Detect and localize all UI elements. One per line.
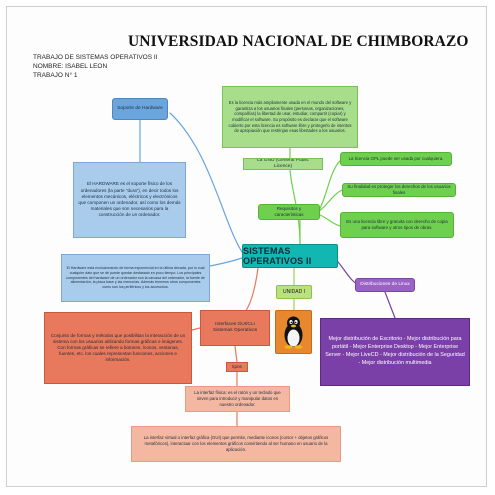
connector-linux-list <box>384 291 396 319</box>
connector-central-interfaces <box>244 267 259 313</box>
gnu-item-3: Es una licencia libre y gratuita con der… <box>340 212 454 238</box>
linux-label: Distribuciones de Linux <box>355 278 415 292</box>
unidad-label: UNIDAD I <box>276 285 312 299</box>
hardware-label: Soporte de Hardware <box>112 98 168 120</box>
gnu-item-2: Su finalidad es proteger los derechos de… <box>342 183 456 197</box>
gnu-description: Es la licencia más ampliamente usada en … <box>222 86 358 148</box>
connector-central-hwdetail <box>209 257 243 267</box>
gnu-item-1: La licencia GPL puede ser usada por cual… <box>340 152 452 166</box>
header-line-course: TRABAJO DE SISTEMAS OPERATIVOS II <box>33 54 158 61</box>
central-topic: SISTEMAS OPERATIVOS II <box>242 244 338 268</box>
requisitos-label: Requisitos y características <box>258 204 320 220</box>
connector-requisitos-item2 <box>317 189 343 213</box>
hardware-detail: El Hardware está evolucionando de forma … <box>61 254 210 302</box>
connector-interfaces-def <box>191 327 201 331</box>
header-line-name: NOMBRE: ISABEL LEON <box>33 63 108 70</box>
connector-interfaces-tipos <box>234 345 238 363</box>
hardware-definition: El HARDWARE es el soporte físico de los … <box>73 162 186 238</box>
interfaz-virtual: La interfaz virtual o interfaz gráfica (… <box>131 426 341 462</box>
tipos-label: tipos <box>226 362 248 372</box>
connector-central-hardware <box>169 112 243 253</box>
header-line-number: TRABAJO N° 1 <box>33 72 78 79</box>
tux-penguin-icon <box>275 310 312 354</box>
interfaces-label: Interfaces GUI/CLI Sistemas Operativos <box>200 310 270 346</box>
interfaces-definition: Conjunto de formas y métodos que posibil… <box>44 312 192 384</box>
connector-requisitos-item3 <box>317 213 341 227</box>
linux-distributions: Mejor distribución de Escritorio - Mejor… <box>320 318 470 386</box>
gnu-label: La GNU (General Public Licence) <box>243 158 323 170</box>
interfaz-fisica: La interfaz física: es el ratón y un tec… <box>185 386 290 412</box>
